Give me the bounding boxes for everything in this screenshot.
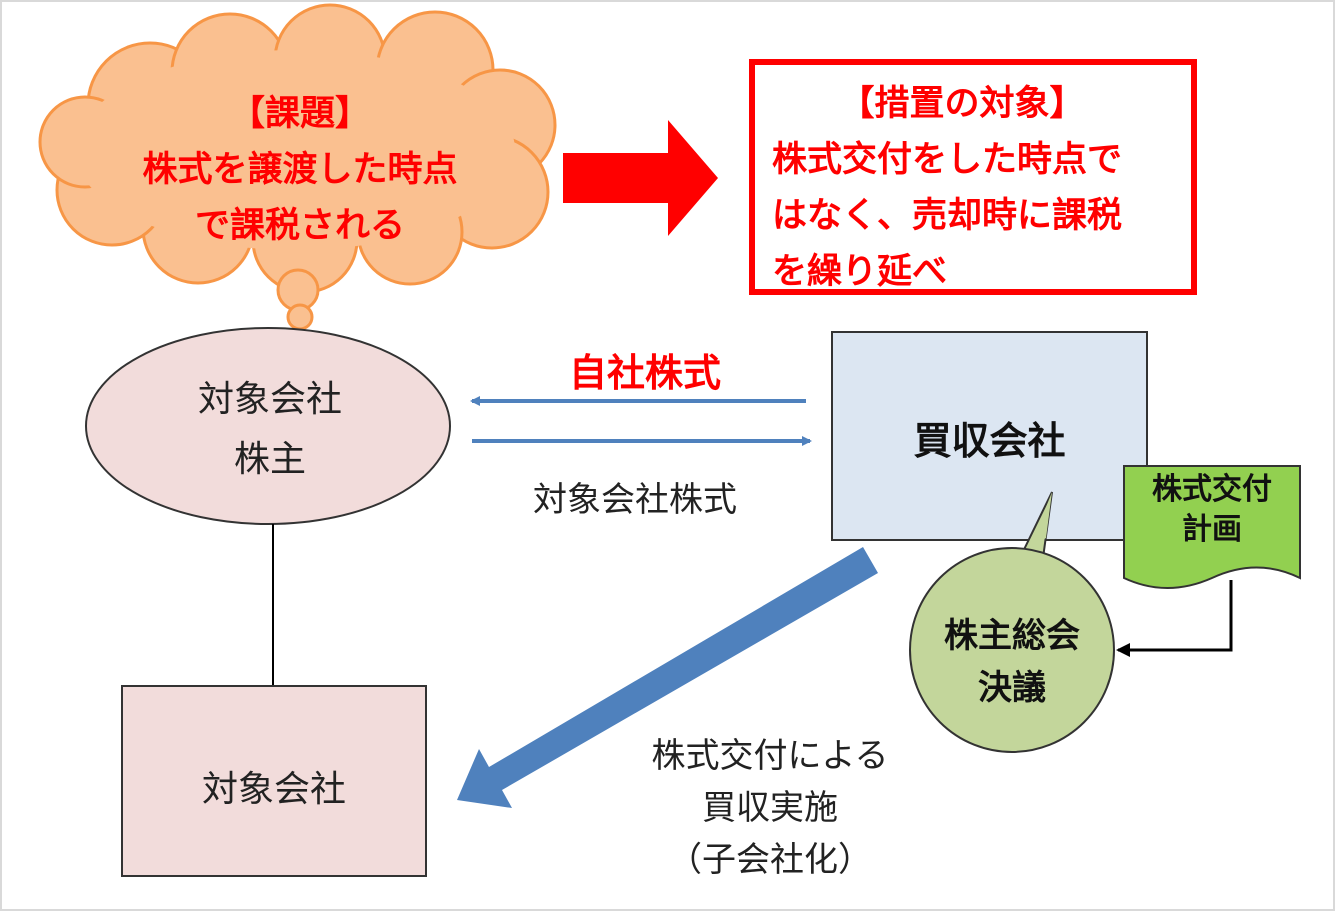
implementation-line-3: （子会社化） <box>668 840 872 880</box>
plan-document <box>1123 465 1301 589</box>
implementation-line-2: 買収実施 <box>702 788 838 828</box>
acquisition-arrow <box>457 547 878 808</box>
meeting-label: 株主総会 決議 <box>912 610 1112 714</box>
issue-cloud-fill <box>75 50 515 250</box>
plan-line-2: 計画 <box>1182 512 1242 547</box>
target-shareholder-ellipse <box>85 327 451 525</box>
plan-line-1: 株式交付 <box>1152 472 1272 507</box>
own-stock-label: 自社株式 <box>568 351 721 395</box>
target-company-label: 対象会社 <box>201 769 346 810</box>
meeting-line-2: 決議 <box>978 668 1046 708</box>
meeting-line-1: 株主総会 <box>944 616 1080 656</box>
shareholders-meeting-bubble <box>909 547 1115 753</box>
acquirer-box <box>831 331 1148 541</box>
plan-label: 株式交付 計画 <box>1124 470 1300 550</box>
issue-line-2: 株式を譲渡した時点 <box>142 150 458 190</box>
measure-line-2: 株式交付をした時点で <box>772 140 1123 180</box>
issue-text: 【課題】 株式を譲渡した時点 で課税される <box>80 86 520 254</box>
meeting-bubble-joint <box>1030 492 1052 548</box>
issue-line-3: で課税される <box>194 206 405 246</box>
acquirer-label: 買収会社 <box>913 419 1066 463</box>
plan-to-meeting-arrow <box>1116 580 1233 657</box>
shareholder-line-1: 対象会社 <box>197 379 342 420</box>
shareholder-line-2: 株主 <box>233 439 306 480</box>
measure-title: 【措置の対象】 <box>839 84 1085 124</box>
measure-text: 【措置の対象】 株式交付をした時点で はなく、売却時に課税 を繰り延べ <box>772 76 1192 300</box>
implementation-label: 株式交付による 買収実施 （子会社化） <box>610 730 930 886</box>
issue-title: 【課題】 <box>229 94 370 134</box>
target-stock-label: 対象会社株式 <box>533 480 737 520</box>
shareholder-label: 対象会社 株主 <box>100 370 440 490</box>
target-company-box <box>121 685 427 877</box>
measure-box <box>749 59 1197 295</box>
red-arrow-right <box>563 120 718 236</box>
implementation-line-1: 株式交付による <box>651 736 889 776</box>
measure-line-4: を繰り延べ <box>772 252 948 292</box>
measure-line-3: はなく、売却時に課税 <box>772 196 1123 236</box>
